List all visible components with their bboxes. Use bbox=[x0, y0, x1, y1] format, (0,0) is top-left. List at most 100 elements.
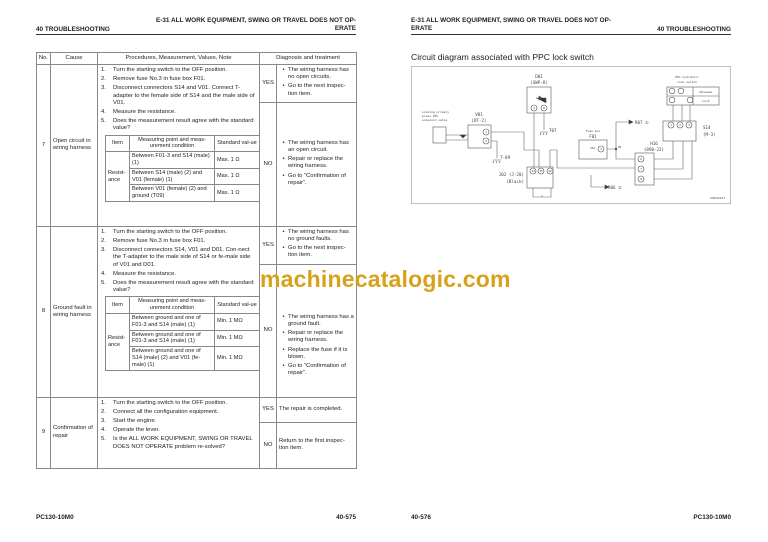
diagram-frame bbox=[411, 66, 731, 204]
header-diagnosis: Diagnosis and treatment bbox=[258, 52, 358, 65]
bullet: • bbox=[282, 83, 285, 90]
measurement-item: Resist-ance bbox=[105, 151, 130, 202]
bullet: • bbox=[282, 172, 285, 179]
svg-text:7: 7 bbox=[640, 167, 642, 171]
row-number: 8 bbox=[36, 225, 51, 398]
arrow-icon bbox=[604, 119, 634, 190]
svg-text:10A: 10A bbox=[590, 146, 595, 150]
treatment-text: Go to “Confirmation of repair”. bbox=[288, 172, 346, 186]
component-labels: Locking primary press PPC solenoid valve… bbox=[422, 74, 725, 200]
svg-text:H16: H16 bbox=[650, 141, 658, 146]
svg-text:Fuse box: Fuse box bbox=[586, 129, 601, 133]
diode-d01-icon bbox=[536, 95, 547, 103]
measurement-header-point: Measuring point and meas-urement conditi… bbox=[129, 296, 215, 315]
measurement-header-point: Measuring point and meas-urement conditi… bbox=[129, 134, 215, 153]
treatment-item: •Replace the fuse if it is blown. bbox=[279, 347, 354, 361]
cause: Open circuit in wiring harness bbox=[50, 64, 98, 227]
measuring-point: Between ground and one of S14 (male) (2)… bbox=[129, 346, 215, 371]
svg-text:(Black): (Black) bbox=[506, 179, 524, 184]
treatment-text: Repair or replace the wiring harness. bbox=[288, 156, 344, 170]
procedure-step: 5.Is the ALL WORK EQUIPMENT, SWING OR TR… bbox=[101, 436, 256, 450]
step-number: 4. bbox=[101, 270, 106, 277]
standard-value: Min. 1 MΩ bbox=[214, 346, 260, 371]
yes-label: YES bbox=[259, 225, 277, 265]
bullet: • bbox=[282, 228, 285, 235]
treatment-text: Go to the next inspec-tion item. bbox=[288, 245, 346, 259]
header-rule-right bbox=[411, 34, 731, 36]
svg-text:22: 22 bbox=[548, 169, 552, 173]
title-line2: ERATE bbox=[334, 24, 356, 32]
page-title-right: E-31 ALL WORK EQUIPMENT, SWING OR TRAVEL… bbox=[411, 17, 611, 32]
step-number: 2. bbox=[101, 76, 106, 83]
procedure-step: 2.Connect all the configuration equipmen… bbox=[101, 409, 256, 416]
svg-text:T07: T07 bbox=[549, 128, 557, 133]
treatment-item: •Repair or replace the wiring harness. bbox=[279, 330, 354, 344]
svg-text:2: 2 bbox=[679, 123, 681, 127]
table-row-no: NO•The wiring harness has an open circui… bbox=[37, 101, 358, 227]
connector-v01 bbox=[467, 124, 492, 149]
step-text: Remove fuse No.3 in fuse box F01. bbox=[113, 238, 206, 245]
no-treatment: Return to the first inspec-tion item. bbox=[275, 421, 358, 469]
standard-value: Max. 1 Ω bbox=[214, 167, 260, 186]
title-line2: ERATE bbox=[411, 24, 433, 32]
standard-value: Min. 1 MΩ bbox=[214, 313, 260, 331]
svg-text:Release: Release bbox=[700, 90, 713, 94]
header-no: No. bbox=[36, 52, 51, 65]
svg-text:R06 ①: R06 ① bbox=[608, 185, 622, 190]
step-text: Connect all the configuration equipment. bbox=[113, 408, 219, 415]
bullet: • bbox=[282, 139, 285, 146]
svg-text:G0024237: G0024237 bbox=[711, 196, 726, 200]
measurement-header-value: Standard val-ue bbox=[214, 296, 260, 315]
procedures: 1.Turn the starting switch to the OFF po… bbox=[97, 225, 260, 398]
treatment-text: The wiring harness has a ground fault. bbox=[288, 313, 354, 328]
watermark: machinecatalogic.com bbox=[260, 266, 511, 293]
svg-text:S14: S14 bbox=[703, 125, 711, 130]
measurement-row: Between S14 (male) (2) and V01 (female) … bbox=[106, 167, 260, 186]
treatment-item: •Go to the next inspec-tion item. bbox=[279, 83, 354, 97]
step-text: Does the measurement result agree with t… bbox=[113, 118, 254, 132]
treatment-item: •The wiring harness has a ground fault. bbox=[279, 314, 354, 328]
pin-markers bbox=[482, 87, 694, 183]
measurement-row: Between ground and one of F01-3 and S14 … bbox=[106, 329, 260, 348]
step-text: Start the engine. bbox=[113, 418, 157, 425]
treatment-item: •Go to “Confirmation of repair”. bbox=[279, 363, 354, 377]
svg-text:press PPC: press PPC bbox=[422, 114, 438, 118]
row-number: 9 bbox=[36, 396, 51, 469]
no-label: NO bbox=[259, 101, 277, 227]
no-treatment: •The wiring harness has a ground fault.•… bbox=[275, 263, 358, 398]
bullet: • bbox=[282, 313, 285, 320]
procedure-step: 3.Start the engine. bbox=[101, 418, 256, 425]
procedure-step: 4.Measure the resistance. bbox=[101, 109, 256, 116]
solenoid-valve bbox=[432, 126, 447, 144]
footer-model-right: PC130-10M0 bbox=[693, 514, 731, 521]
procedure-step: 3.Disconnect connectors S14, V01 and D01… bbox=[101, 247, 256, 269]
svg-text:2: 2 bbox=[485, 139, 487, 143]
section-label-right: 40 TROUBLESHOOTING bbox=[657, 26, 731, 33]
treatment-text: The wiring harness has no ground faults. bbox=[288, 228, 349, 243]
treatment-text: The wiring harness has an open circuit. bbox=[288, 139, 349, 153]
ground-icon bbox=[539, 131, 548, 136]
standard-value: Max. 1 Ω bbox=[214, 151, 260, 169]
procedures: 1.Turn the starting switch to the OFF po… bbox=[97, 396, 260, 469]
troubleshooting-table: No. Cause Procedures, Measurement, Value… bbox=[36, 52, 358, 469]
svg-text:1: 1 bbox=[485, 130, 487, 134]
svg-text:4: 4 bbox=[533, 106, 535, 110]
step-number: 5. bbox=[101, 280, 106, 287]
measuring-point: Between V01 (female) (2) and ground (T09… bbox=[129, 184, 215, 202]
bullet: • bbox=[282, 67, 285, 73]
measuring-point: Between ground and one of F01-3 and S14 … bbox=[129, 313, 215, 331]
procedure-step: 2.Remove fuse No.3 in fuse box F01. bbox=[101, 76, 256, 83]
svg-text:Lock: Lock bbox=[702, 99, 709, 103]
svg-text:R07 ①: R07 ① bbox=[635, 120, 649, 125]
treatment-item: •Repair or replace the wiring harness. bbox=[279, 156, 354, 170]
step-text: Operate the lever. bbox=[113, 427, 160, 434]
cause: Confirmation of repair bbox=[50, 396, 98, 469]
footer-model: PC130-10M0 bbox=[36, 514, 74, 521]
